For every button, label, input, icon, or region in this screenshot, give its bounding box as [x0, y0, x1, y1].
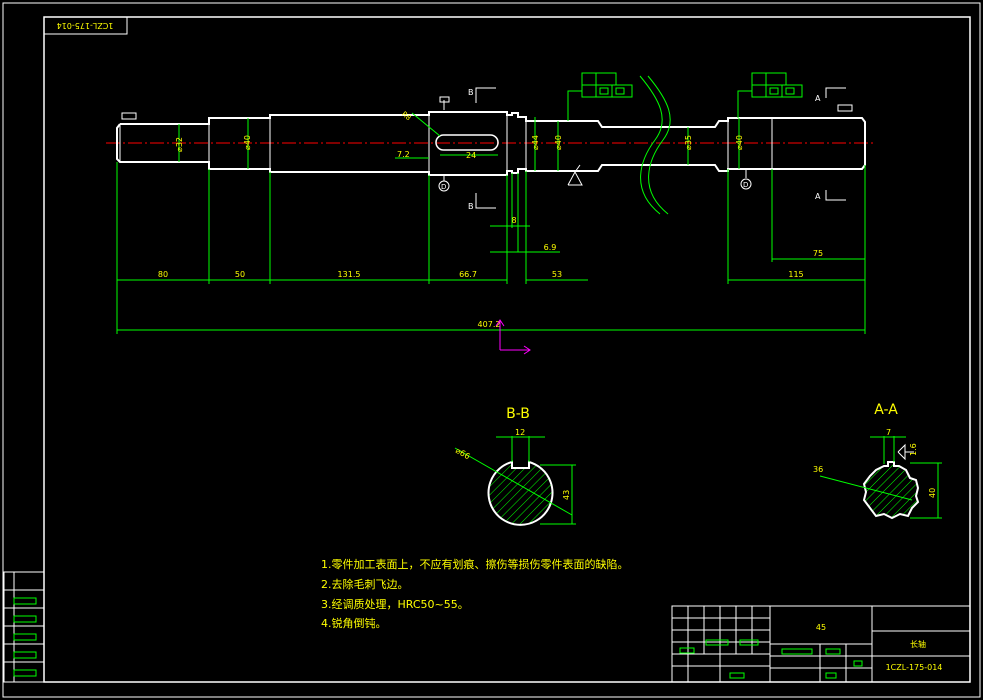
- section-aa-title: A-A: [874, 402, 898, 418]
- diameter-d5: ⌀35: [684, 135, 693, 150]
- section-aa-view: [819, 436, 942, 520]
- section-aa-width: 7: [886, 428, 891, 437]
- section-label-a-bottom: A: [815, 192, 821, 201]
- length-l6: 115: [788, 270, 803, 279]
- section-bb-width: 12: [515, 428, 525, 437]
- title-material: 45: [816, 623, 826, 632]
- section-label-b-bottom: B: [468, 202, 474, 211]
- datum-label-1: D: [441, 183, 446, 191]
- length-labels: 80 50 131.5 66.7 53 115 75 8 6.9 407.2: [158, 216, 823, 329]
- section-aa-tolerance: 1.6: [909, 443, 918, 456]
- left-stamp-column: [3, 571, 45, 683]
- keyway-length: 24: [466, 151, 476, 160]
- section-markers: [121, 87, 853, 209]
- diameter-d1: ⌀32: [175, 137, 184, 152]
- section-bb-view: [454, 436, 576, 526]
- diameter-d2: ⌀40: [243, 135, 252, 150]
- shaft-outline: [116, 111, 866, 176]
- tolerance-frame-1: [567, 72, 633, 121]
- section-bb-height: 43: [562, 490, 571, 500]
- length-l7: 75: [813, 249, 823, 258]
- note-2: 2.去除毛刺飞边。: [321, 578, 409, 591]
- note-4: 4.锐角倒钝。: [321, 617, 387, 630]
- ucs-icon: [495, 319, 531, 355]
- top-drawing-number: 1CZL-175-014: [57, 21, 114, 30]
- note-1: 1.零件加工表面上，不应有划痕、擦伤等损伤零件表面的缺陷。: [321, 558, 629, 571]
- note-3: 3.经调质处理，HRC50~55。: [321, 598, 469, 611]
- diameter-d3: ⌀44: [531, 135, 540, 150]
- section-aa-height: 40: [928, 488, 937, 498]
- section-bb-diameter: ⌀66: [454, 446, 471, 461]
- tolerance-frame-2: [737, 72, 803, 118]
- break-lines: [639, 75, 671, 215]
- datum-label-2: D: [743, 181, 748, 189]
- length-l4: 66.7: [459, 270, 477, 279]
- section-aa-diameter: 36: [813, 465, 823, 474]
- length-total: 407.2: [478, 320, 501, 329]
- section-bb-title: B-B: [506, 406, 530, 422]
- length-l3: 131.5: [338, 270, 361, 279]
- length-l2: 50: [235, 270, 245, 279]
- datum-markers: [438, 169, 752, 192]
- keyway-chamfer: R8: [400, 110, 412, 122]
- diameter-d6: ⌀40: [735, 135, 744, 150]
- keyway-offset: 7.2: [397, 150, 410, 159]
- section-label-b-top: B: [468, 88, 474, 97]
- length-l1: 80: [158, 270, 168, 279]
- shaft-diameter-labels: ⌀32 ⌀40 ⌀44 ⌀40 ⌀35 ⌀40: [175, 117, 744, 171]
- length-l5: 53: [552, 270, 562, 279]
- title-block: [671, 605, 971, 683]
- surface-finish-symbol: [567, 164, 583, 186]
- title-part-name: 长轴: [910, 639, 926, 649]
- title-drawing-number: 1CZL-175-014: [886, 663, 943, 672]
- length-l9: 6.9: [544, 243, 557, 252]
- keyway-dimensions: 24 7.2 R8: [395, 110, 498, 160]
- extension-lines: [116, 162, 866, 334]
- length-l8: 8: [511, 216, 516, 225]
- dimension-lines: [117, 225, 865, 331]
- diameter-d4: ⌀40: [554, 135, 563, 150]
- section-label-a-top: A: [815, 94, 821, 103]
